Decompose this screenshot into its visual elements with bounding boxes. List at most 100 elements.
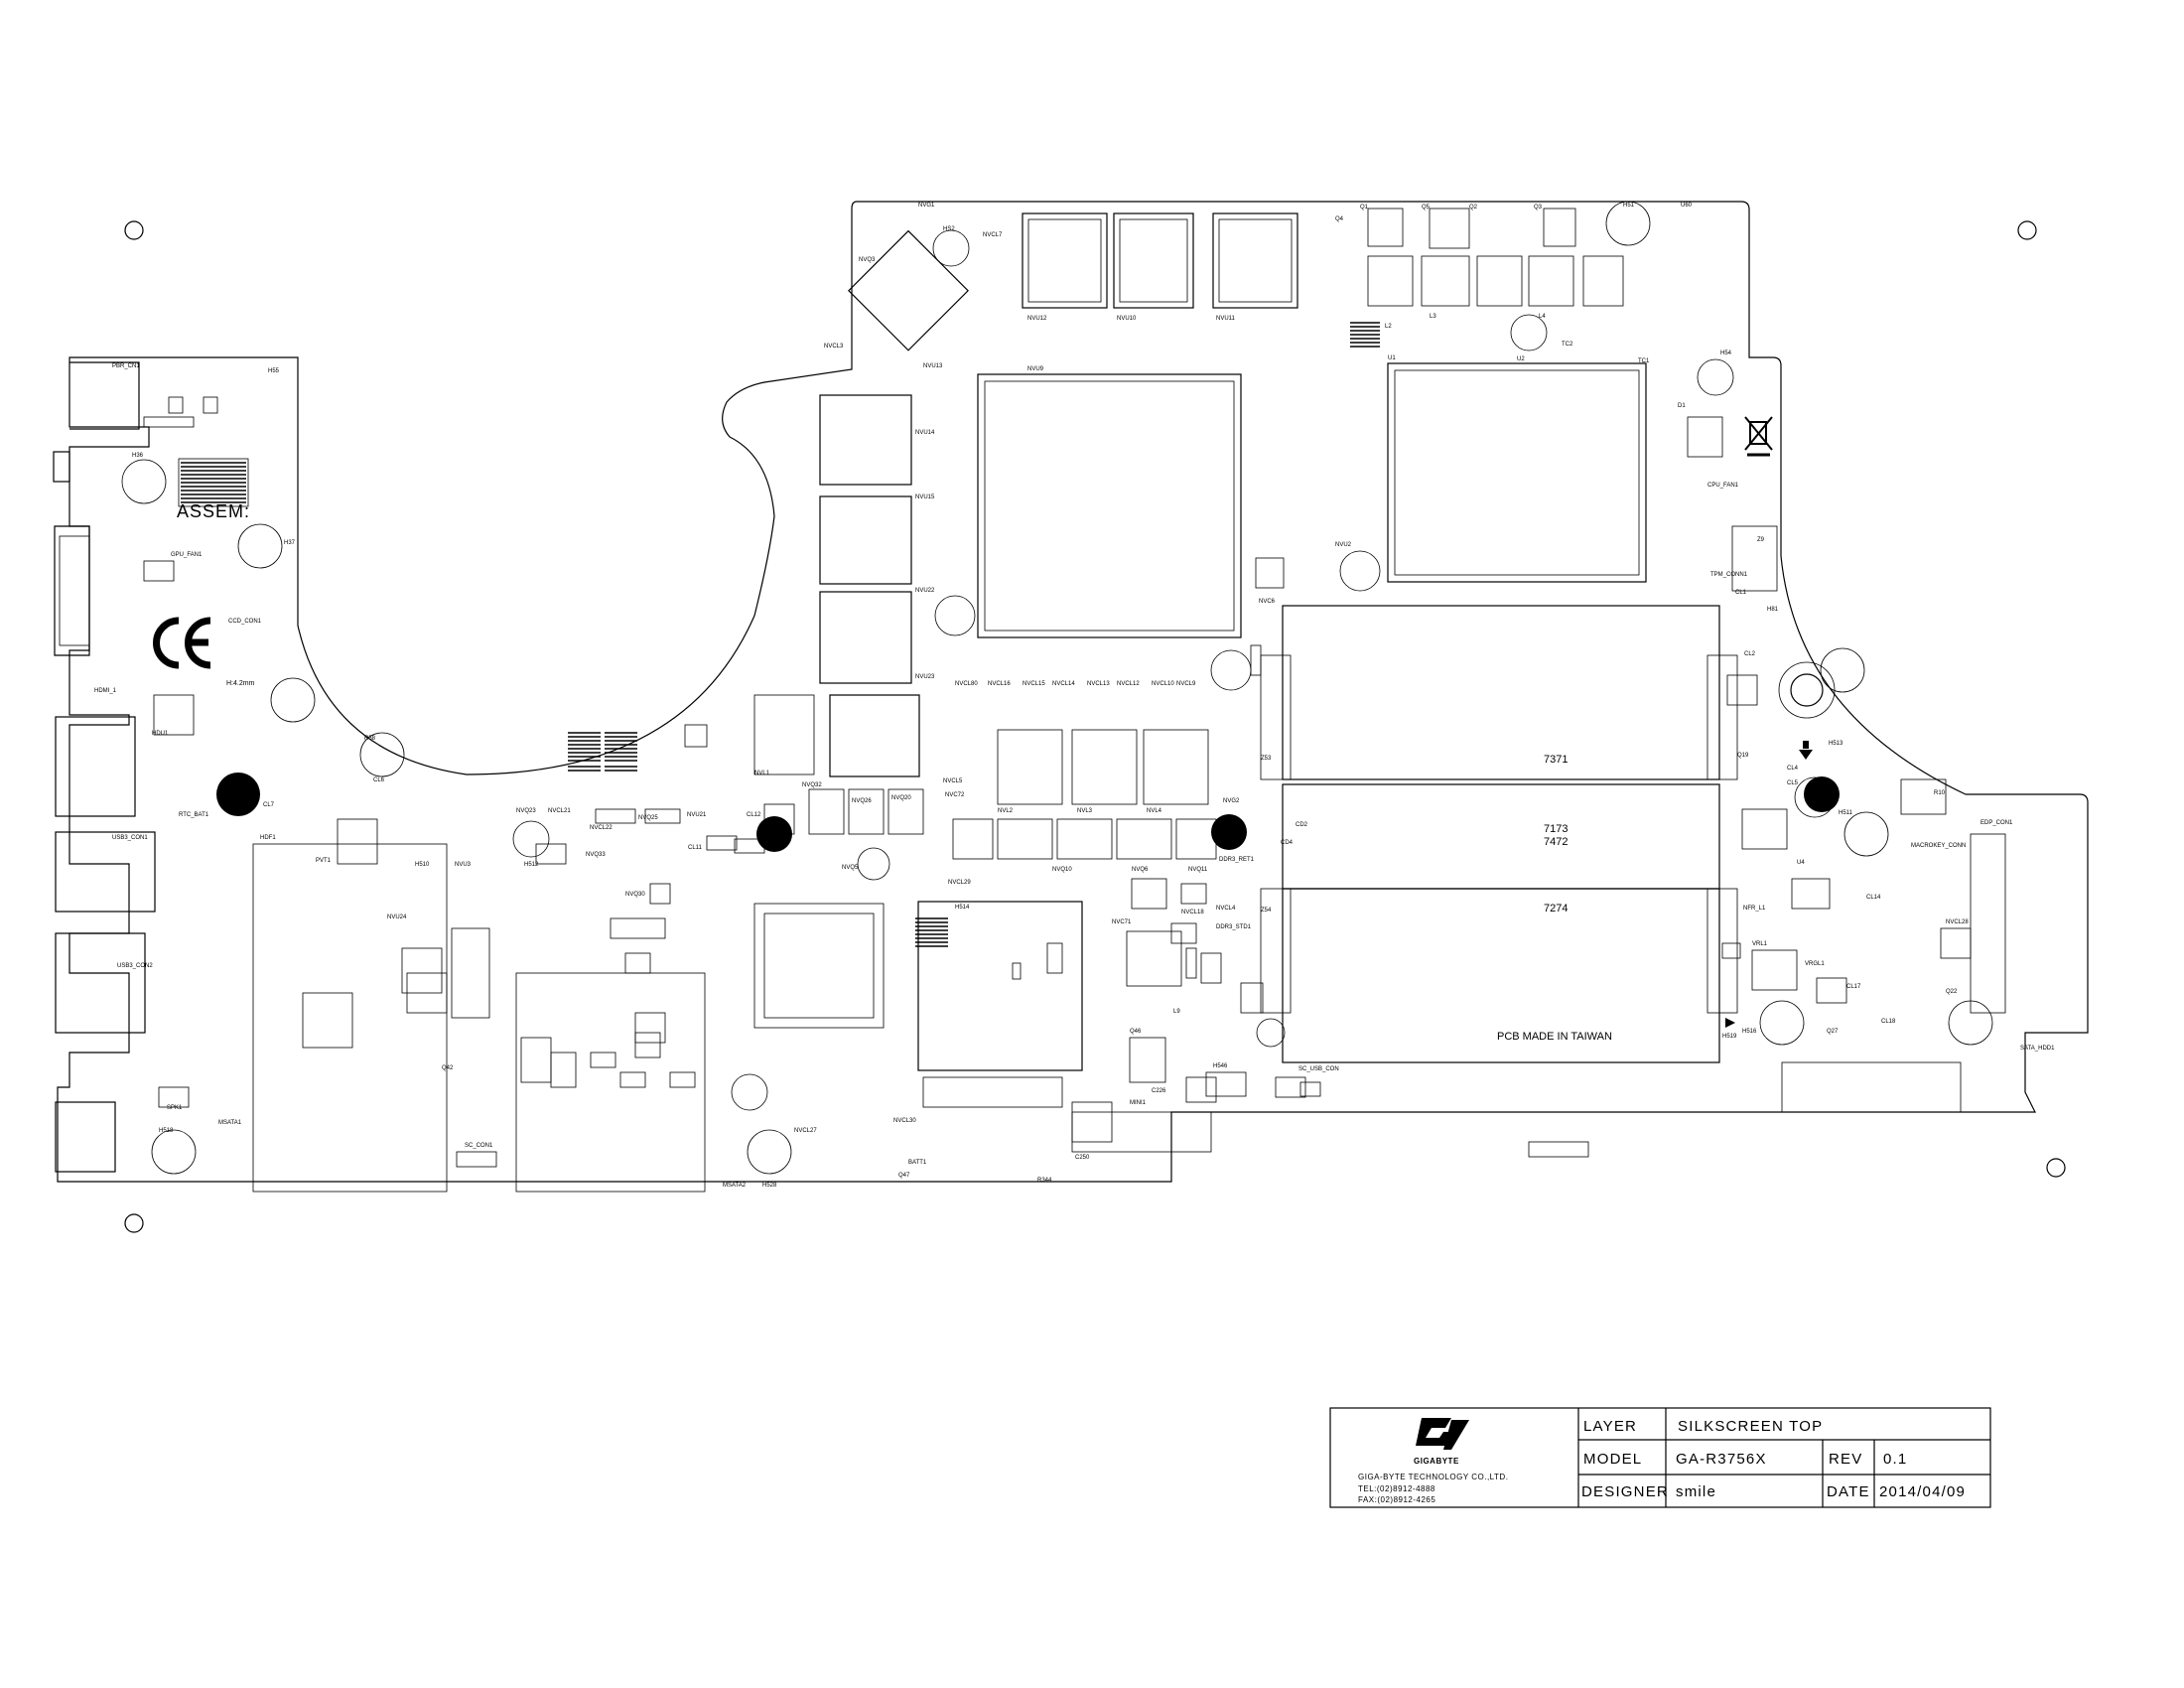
dimm-label: 7274 — [1544, 903, 1568, 914]
ref-designator: VRL1 — [1752, 941, 1768, 947]
ref-designator: H55 — [268, 368, 280, 374]
ref-designator: NVCL9 — [1176, 681, 1196, 687]
rev-label: REV — [1829, 1451, 1862, 1468]
ref-designator: SATA_HDD1 — [2020, 1046, 2055, 1052]
ref-designator: CD2 — [1296, 822, 1308, 828]
ref-designator: NVQ32 — [802, 782, 822, 788]
pch-package — [917, 901, 1083, 1071]
ref-designator: Q27 — [1827, 1029, 1839, 1035]
dimm-slots: 7371 7173 7472 7274 PCB MADE IN TAIWAN — [1260, 605, 1738, 1063]
ref-designator: H518 — [159, 1128, 174, 1134]
company-tel: TEL:(02)8912-4888 — [1358, 1484, 1435, 1493]
ref-designator: L2 — [1385, 324, 1392, 330]
ref-designator: CPU_FAN1 — [1707, 483, 1739, 489]
rev-value: 0.1 — [1883, 1451, 1907, 1468]
ref-designator: USB3_CON1 — [112, 835, 148, 841]
ref-designator: Q3 — [1534, 205, 1543, 211]
ref-designator: Q19 — [1737, 753, 1749, 759]
ref-designator: NVCL27 — [794, 1128, 817, 1134]
ref-designator: SPK1 — [167, 1105, 183, 1111]
mounting-hole-icon — [2017, 220, 2037, 240]
ref-designator: NVQ33 — [586, 852, 606, 858]
component-labels: PBR_CN1 H55 H36 H37 GPU_FAN1 CCD_CON1 HD… — [94, 203, 2055, 1189]
ref-designator: NVQ30 — [625, 892, 645, 898]
ref-designator: NVQ10 — [1052, 867, 1072, 873]
ref-designator: NVQ3 — [859, 257, 876, 263]
ref-designator: NVU23 — [915, 674, 935, 680]
title-block: GIGABYTE GIGA-BYTE TECHNOLOGY CO.,LTD. T… — [1329, 1407, 1991, 1508]
ref-designator: GPU_FAN1 — [171, 552, 203, 558]
dimm-label: 7472 — [1544, 836, 1568, 848]
ref-designator: CL14 — [1866, 895, 1881, 901]
mounting-hole-icon — [124, 220, 144, 240]
dimm-label: 7173 — [1544, 823, 1568, 835]
ref-designator: Z53 — [1261, 756, 1272, 762]
ref-designator: U60 — [1681, 203, 1693, 209]
ref-designator: CL1 — [1735, 590, 1747, 596]
ref-designator: NVC72 — [945, 792, 965, 798]
ref-designator: NVCL7 — [983, 232, 1003, 238]
small-components — [143, 396, 2006, 1168]
ref-designator: NVCL18 — [1181, 910, 1204, 915]
model-value: GA-R3756X — [1676, 1451, 1767, 1468]
ref-designator: L9 — [1173, 1009, 1180, 1015]
ref-designator: Q1 — [1360, 205, 1369, 211]
ref-designator: NVCL16 — [988, 681, 1011, 687]
ref-designator: HDF1 — [260, 835, 276, 841]
ref-designator: NVQ11 — [1188, 867, 1208, 873]
ref-designator: SC_USB_CON — [1298, 1066, 1339, 1072]
ref-designator: H54 — [1720, 351, 1732, 356]
mounting-hole-icon — [2046, 1158, 2066, 1178]
ref-designator: NVCL13 — [1087, 681, 1110, 687]
ref-designator: NVC6 — [1259, 599, 1276, 605]
gigabyte-logo-icon — [1416, 1418, 1469, 1450]
height-note: H:4.2mm — [226, 680, 255, 687]
ref-designator: CL12 — [747, 812, 761, 818]
ref-designator: NVCL12 — [1117, 681, 1140, 687]
ref-designator: NVU22 — [915, 588, 935, 594]
ref-designator: MINI1 — [1130, 1100, 1147, 1106]
ref-designator: DDR3_RET1 — [1219, 857, 1255, 863]
ref-designator: NVCL29 — [948, 880, 971, 886]
ref-designator: NVU10 — [1117, 316, 1137, 322]
ref-designator: VRGL1 — [1805, 961, 1825, 967]
date-value: 2014/04/09 — [1879, 1483, 1966, 1500]
ref-designator: NVU13 — [923, 363, 943, 369]
ref-designator: Q2 — [1469, 205, 1478, 211]
ref-designator: NVCL21 — [548, 808, 571, 814]
ref-designator: BATT1 — [908, 1160, 927, 1166]
ref-designator: CL4 — [1787, 766, 1799, 772]
gpu-package — [977, 373, 1242, 638]
ref-designator: NVU9 — [1027, 366, 1044, 372]
ref-designator: H37 — [284, 540, 296, 546]
board-outline — [57, 201, 2089, 1183]
ref-designator: NVQ6 — [1132, 867, 1149, 873]
ref-designator: CL6 — [373, 777, 385, 783]
ref-designator: NVCL5 — [943, 778, 963, 784]
ref-designator: L4 — [1539, 314, 1546, 320]
ref-designator: Q47 — [898, 1173, 910, 1179]
ref-designator: NVQ5 — [842, 865, 859, 871]
ref-designator: EDP_CON1 — [1980, 820, 2013, 826]
ref-designator: HDU1 — [152, 731, 169, 737]
weee-bin-icon — [1744, 416, 1773, 457]
ref-designator: SC_CON1 — [465, 1143, 493, 1149]
ref-designator: H546 — [1213, 1063, 1228, 1069]
ref-designator: C226 — [1152, 1088, 1166, 1094]
ref-designator: H512 — [524, 862, 539, 868]
layer-value: SILKSCREEN TOP — [1678, 1418, 1823, 1435]
ref-designator: R58 — [364, 736, 376, 742]
mounting-hole-icon — [124, 1213, 144, 1233]
ref-designator: H510 — [415, 862, 430, 868]
ref-designator: CCD_CON1 — [228, 619, 262, 625]
ref-designator: NVC71 — [1112, 919, 1132, 925]
ref-designator: NVU3 — [455, 862, 472, 868]
dimm-label: 7371 — [1544, 754, 1568, 766]
ref-designator: NVCL10 — [1152, 681, 1174, 687]
ref-designator: H513 — [1829, 741, 1843, 747]
ref-designator: NVCL4 — [1216, 906, 1236, 912]
ref-designator: H81 — [1767, 607, 1779, 613]
ref-designator: NVQ25 — [638, 815, 658, 821]
ref-designator: NVCL30 — [893, 1118, 916, 1124]
